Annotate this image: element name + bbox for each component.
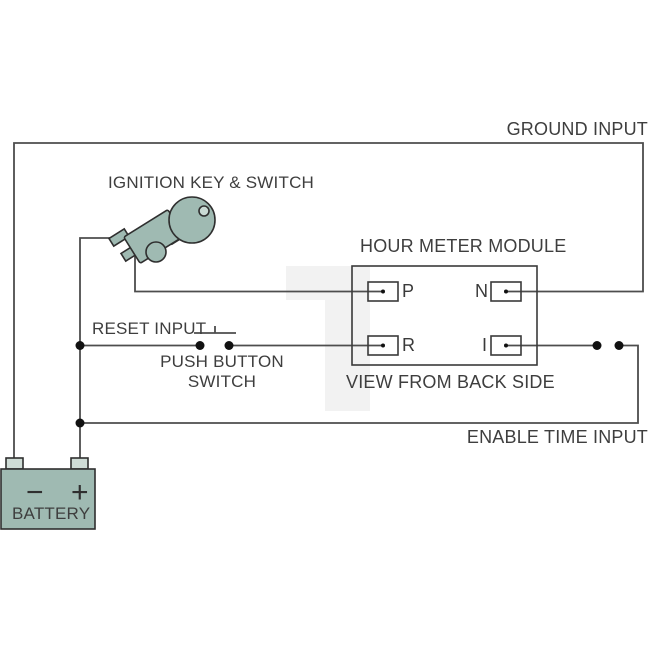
terminal-pin-dot-i bbox=[504, 343, 508, 348]
push-button-switch-label-line1: PUSH BUTTON bbox=[160, 352, 284, 371]
switch-barrel-icon bbox=[145, 241, 167, 263]
ignition-key-switch-graphic bbox=[107, 196, 216, 264]
enable-contact-dot bbox=[592, 341, 602, 350]
battery-terminal-negative bbox=[5, 457, 24, 470]
wires bbox=[13, 142, 644, 458]
reset-input-label: RESET INPUT bbox=[92, 319, 207, 338]
terminal-pin-dot-p bbox=[381, 289, 385, 294]
terminal-box-p bbox=[367, 281, 399, 302]
terminal-label-n: N bbox=[475, 281, 488, 301]
terminal-label-p: P bbox=[402, 281, 415, 301]
battery-positive-wire bbox=[79, 237, 118, 458]
ignition-key-switch-label: IGNITION KEY & SWITCH bbox=[108, 173, 315, 192]
push-button-contact-dot bbox=[195, 341, 205, 350]
push-button-switch-label-line2: SWITCH bbox=[187, 372, 257, 391]
terminal-box-i bbox=[490, 335, 522, 356]
watermark-stem bbox=[325, 266, 370, 411]
hour-meter-module-label: HOUR METER MODULE bbox=[360, 236, 567, 256]
terminal-label-r: R bbox=[402, 335, 415, 355]
battery-body bbox=[0, 468, 96, 530]
ground-wire bbox=[13, 142, 644, 458]
key-hole-icon bbox=[198, 205, 210, 217]
enable-wire-right bbox=[80, 344, 639, 424]
watermark bbox=[286, 266, 370, 411]
push-button-contact-dot bbox=[224, 341, 234, 350]
terminal-box-r bbox=[367, 335, 399, 356]
junction-dots bbox=[75, 289, 624, 428]
key-head-icon bbox=[168, 196, 216, 244]
ground-input-label: GROUND INPUT bbox=[506, 119, 648, 139]
hour-meter-module-graphic bbox=[351, 265, 538, 366]
terminal-pin-dot-r bbox=[381, 343, 385, 348]
module-outline bbox=[351, 265, 538, 366]
battery-plus-sign: + bbox=[71, 476, 89, 509]
junction-dot bbox=[75, 341, 85, 350]
battery-graphic bbox=[0, 457, 96, 530]
enable-time-input-label: ENABLE TIME INPUT bbox=[466, 427, 648, 447]
view-from-back-side-label: VIEW FROM BACK SIDE bbox=[346, 372, 555, 392]
battery-terminal-positive bbox=[70, 457, 89, 470]
terminal-box-n bbox=[490, 281, 522, 302]
ignition-output-wire bbox=[134, 256, 384, 293]
terminal-label-i: I bbox=[482, 335, 488, 355]
enable-contact-dot bbox=[614, 341, 624, 350]
switch-prong-icon bbox=[107, 227, 131, 248]
battery-label: BATTERY bbox=[12, 504, 91, 523]
junction-dot bbox=[75, 418, 85, 428]
battery-minus-sign: − bbox=[26, 476, 44, 509]
push-button-switch-label: PUSH BUTTON SWITCH bbox=[150, 352, 294, 392]
terminal-pin-dot-n bbox=[504, 289, 508, 294]
